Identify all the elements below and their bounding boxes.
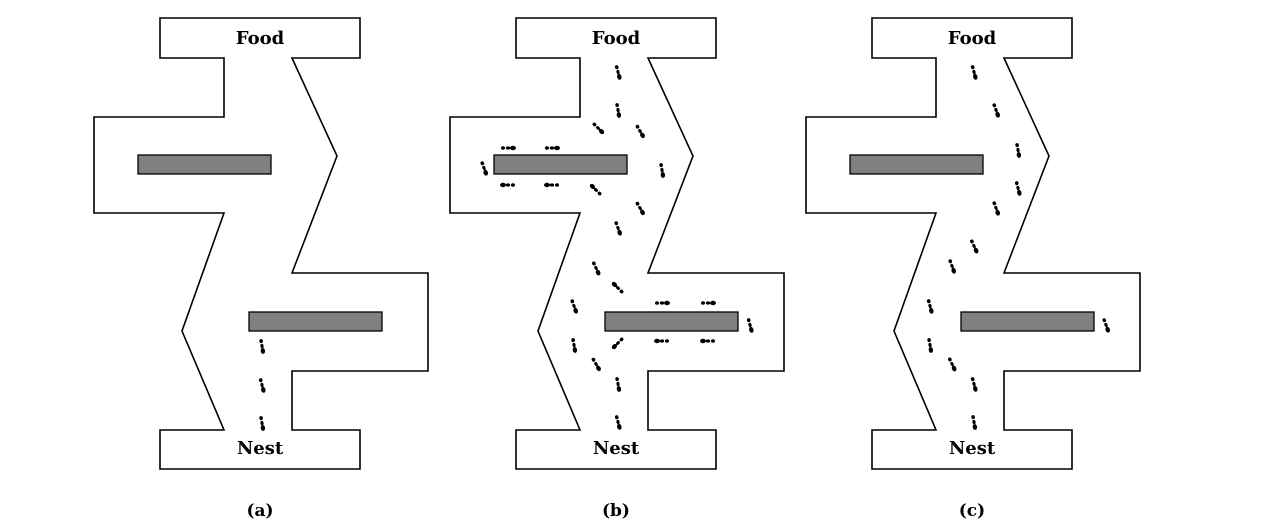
upper-obstacle <box>849 154 984 175</box>
nest-label: Nest <box>237 438 284 459</box>
panel-b: Food Nest <box>449 17 785 470</box>
maze-outline <box>93 17 429 470</box>
caption-b: (b) <box>602 501 630 521</box>
food-label: Food <box>236 28 285 49</box>
lower-obstacle <box>248 311 383 332</box>
food-label: Food <box>592 28 641 49</box>
panel-a: Food Nest <box>93 17 429 470</box>
maze-outline <box>805 17 1141 470</box>
food-label: Food <box>948 28 997 49</box>
caption-a: (a) <box>246 501 273 521</box>
nest-label: Nest <box>949 438 996 459</box>
lower-obstacle <box>960 311 1095 332</box>
lower-obstacle <box>604 311 739 332</box>
upper-obstacle <box>493 154 628 175</box>
upper-obstacle <box>137 154 272 175</box>
panel-c: Food Nest <box>805 17 1141 470</box>
nest-label: Nest <box>593 438 640 459</box>
maze-outline <box>449 17 785 470</box>
caption-c: (c) <box>959 501 985 521</box>
